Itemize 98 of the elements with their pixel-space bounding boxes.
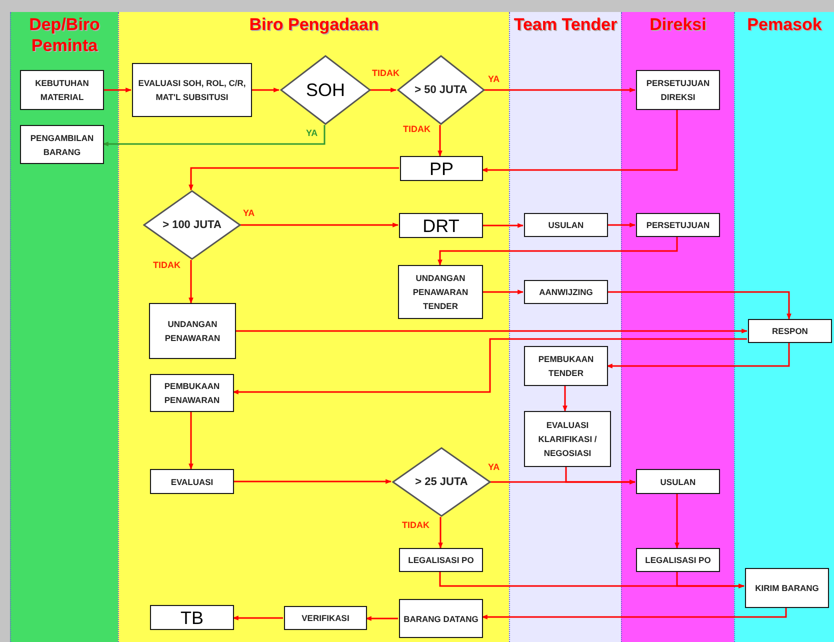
- box-text: KEBUTUHAN MATERIAL: [34, 77, 90, 104]
- arrow: [370, 88, 397, 92]
- process-box: [150, 469, 234, 494]
- process-box: [399, 548, 483, 572]
- arrow: [235, 328, 748, 334]
- lane-header: Dep/Biro Peminta: [28, 14, 101, 56]
- arrow: [438, 517, 443, 549]
- process-box: [20, 70, 104, 110]
- edge-label: YA: [243, 208, 255, 218]
- edge-label: YA: [488, 462, 500, 472]
- box-text: RESPON: [772, 325, 808, 338]
- box-text: UNDANGAN PENAWARAN TENDER: [412, 272, 470, 313]
- process-box: [400, 156, 483, 181]
- arrow: [607, 291, 792, 320]
- process-box: [636, 70, 720, 110]
- box-text: TB: [180, 608, 204, 628]
- arrow: [482, 223, 524, 228]
- arrow: [562, 386, 568, 412]
- arrow: [240, 222, 399, 228]
- box-text: UNDANGAN PENAWARAN: [164, 318, 222, 345]
- process-box: [150, 605, 234, 630]
- process-box: [636, 548, 720, 572]
- arrow: [188, 167, 399, 191]
- swimlane: [621, 12, 734, 642]
- box-text: LEGALISASI PO: [645, 554, 711, 567]
- process-box: [20, 125, 104, 164]
- lane-header: Team Tender: [512, 14, 618, 35]
- arrow: [438, 237, 678, 266]
- process-box: [399, 599, 483, 638]
- arrow: [607, 222, 636, 228]
- arrow: [233, 479, 392, 484]
- process-box: [398, 265, 483, 319]
- box-text: USULAN: [548, 219, 584, 232]
- arrow: [438, 125, 442, 157]
- arrow: [102, 125, 326, 146]
- process-box: [524, 280, 608, 304]
- process-box: [748, 319, 832, 343]
- decision-diamond: [143, 190, 241, 260]
- box-text: VERIFIKASI: [302, 612, 350, 625]
- box-text: PERSETUJUAN: [646, 219, 710, 232]
- arrow: [676, 572, 745, 588]
- process-box: [636, 213, 720, 237]
- lane-header: Biro Pengadaan: [248, 14, 380, 35]
- swimlane: [509, 12, 621, 642]
- arrow: [188, 412, 194, 470]
- box-text: EVALUASI KLARIFIKASI / NEGOSIASI: [537, 419, 598, 460]
- box-text: USULAN: [660, 476, 696, 488]
- decision-text: SOH: [306, 80, 345, 100]
- arrow: [482, 290, 524, 294]
- arrow: [606, 343, 790, 368]
- process-box: [745, 568, 829, 608]
- lane-header: Pemasok: [746, 14, 823, 35]
- box-text: PEMBUKAAN PENAWARAN: [163, 380, 221, 407]
- edge-label: YA: [306, 128, 318, 138]
- box-text: PERSETUJUAN DIREKSI: [645, 77, 711, 104]
- process-box: [524, 411, 611, 467]
- box-text: BARANG DATANG: [404, 612, 478, 626]
- box-text: PENGAMBILAN BARANG: [29, 132, 95, 158]
- arrow: [103, 88, 132, 92]
- decision-text: > 50 JUTA: [414, 82, 468, 98]
- decision-text: > 25 JUTA: [415, 474, 468, 490]
- box-text: AANWIJZING: [539, 286, 593, 299]
- edge-label: YA: [488, 74, 500, 84]
- box-text: EVALUASI SOH, ROL, C/R, MAT'L SUBSITUSI: [137, 77, 247, 104]
- process-box: [636, 469, 720, 494]
- arrow: [674, 494, 680, 549]
- edge-label: TIDAK: [402, 520, 430, 530]
- arrow: [565, 467, 636, 484]
- box-text: DRT: [422, 216, 460, 236]
- decision-text: > 100 JUTA: [162, 218, 222, 232]
- arrow: [365, 616, 398, 621]
- box-text: PP: [429, 158, 454, 178]
- arrow: [251, 88, 280, 92]
- arrow: [188, 260, 194, 304]
- box-text: KIRIM BARANG: [755, 582, 819, 595]
- swimlane: [118, 12, 509, 642]
- edge-label: TIDAK: [153, 260, 180, 270]
- arrow: [481, 608, 787, 620]
- decision-diamond: [280, 55, 371, 125]
- process-box: [524, 346, 608, 386]
- edge-label: TIDAK: [403, 124, 430, 134]
- edge-label: TIDAK: [372, 68, 400, 78]
- arrow: [484, 88, 636, 92]
- box-text: EVALUASI: [170, 476, 214, 488]
- arrow: [232, 616, 283, 620]
- swimlane: [10, 12, 118, 642]
- process-box: [149, 303, 236, 359]
- process-box: [399, 213, 483, 238]
- swimlane: [734, 12, 834, 642]
- lane-header: Direksi: [648, 14, 708, 35]
- process-box: [132, 63, 252, 117]
- process-box: [150, 374, 234, 412]
- process-box: [524, 213, 608, 237]
- arrow: [481, 110, 678, 172]
- arrow: [232, 338, 747, 394]
- box-text: LEGALISASI PO: [408, 554, 474, 567]
- box-text: PEMBUKAAN TENDER: [537, 353, 595, 380]
- process-box: [284, 606, 367, 630]
